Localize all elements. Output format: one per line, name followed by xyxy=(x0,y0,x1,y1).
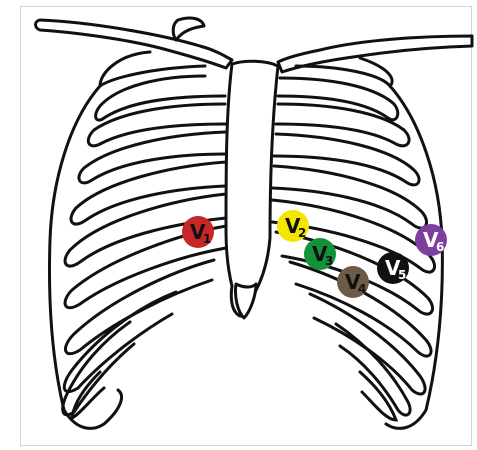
electrode-v5-number: 5 xyxy=(398,268,406,282)
electrode-v2: V 2 xyxy=(277,210,309,242)
electrode-v3-number: 3 xyxy=(325,254,333,268)
electrode-v6: V 6 xyxy=(415,224,447,256)
electrode-v4: V 4 xyxy=(337,266,369,298)
electrode-v6-number: 6 xyxy=(436,240,444,254)
electrode-v5: V 5 xyxy=(377,252,409,284)
electrode-v2-number: 2 xyxy=(298,226,306,240)
electrode-v1-number: 1 xyxy=(203,232,211,246)
electrode-v3: V 3 xyxy=(304,238,336,270)
electrode-v4-number: 4 xyxy=(358,282,366,296)
electrode-v1: V 1 xyxy=(182,216,214,248)
